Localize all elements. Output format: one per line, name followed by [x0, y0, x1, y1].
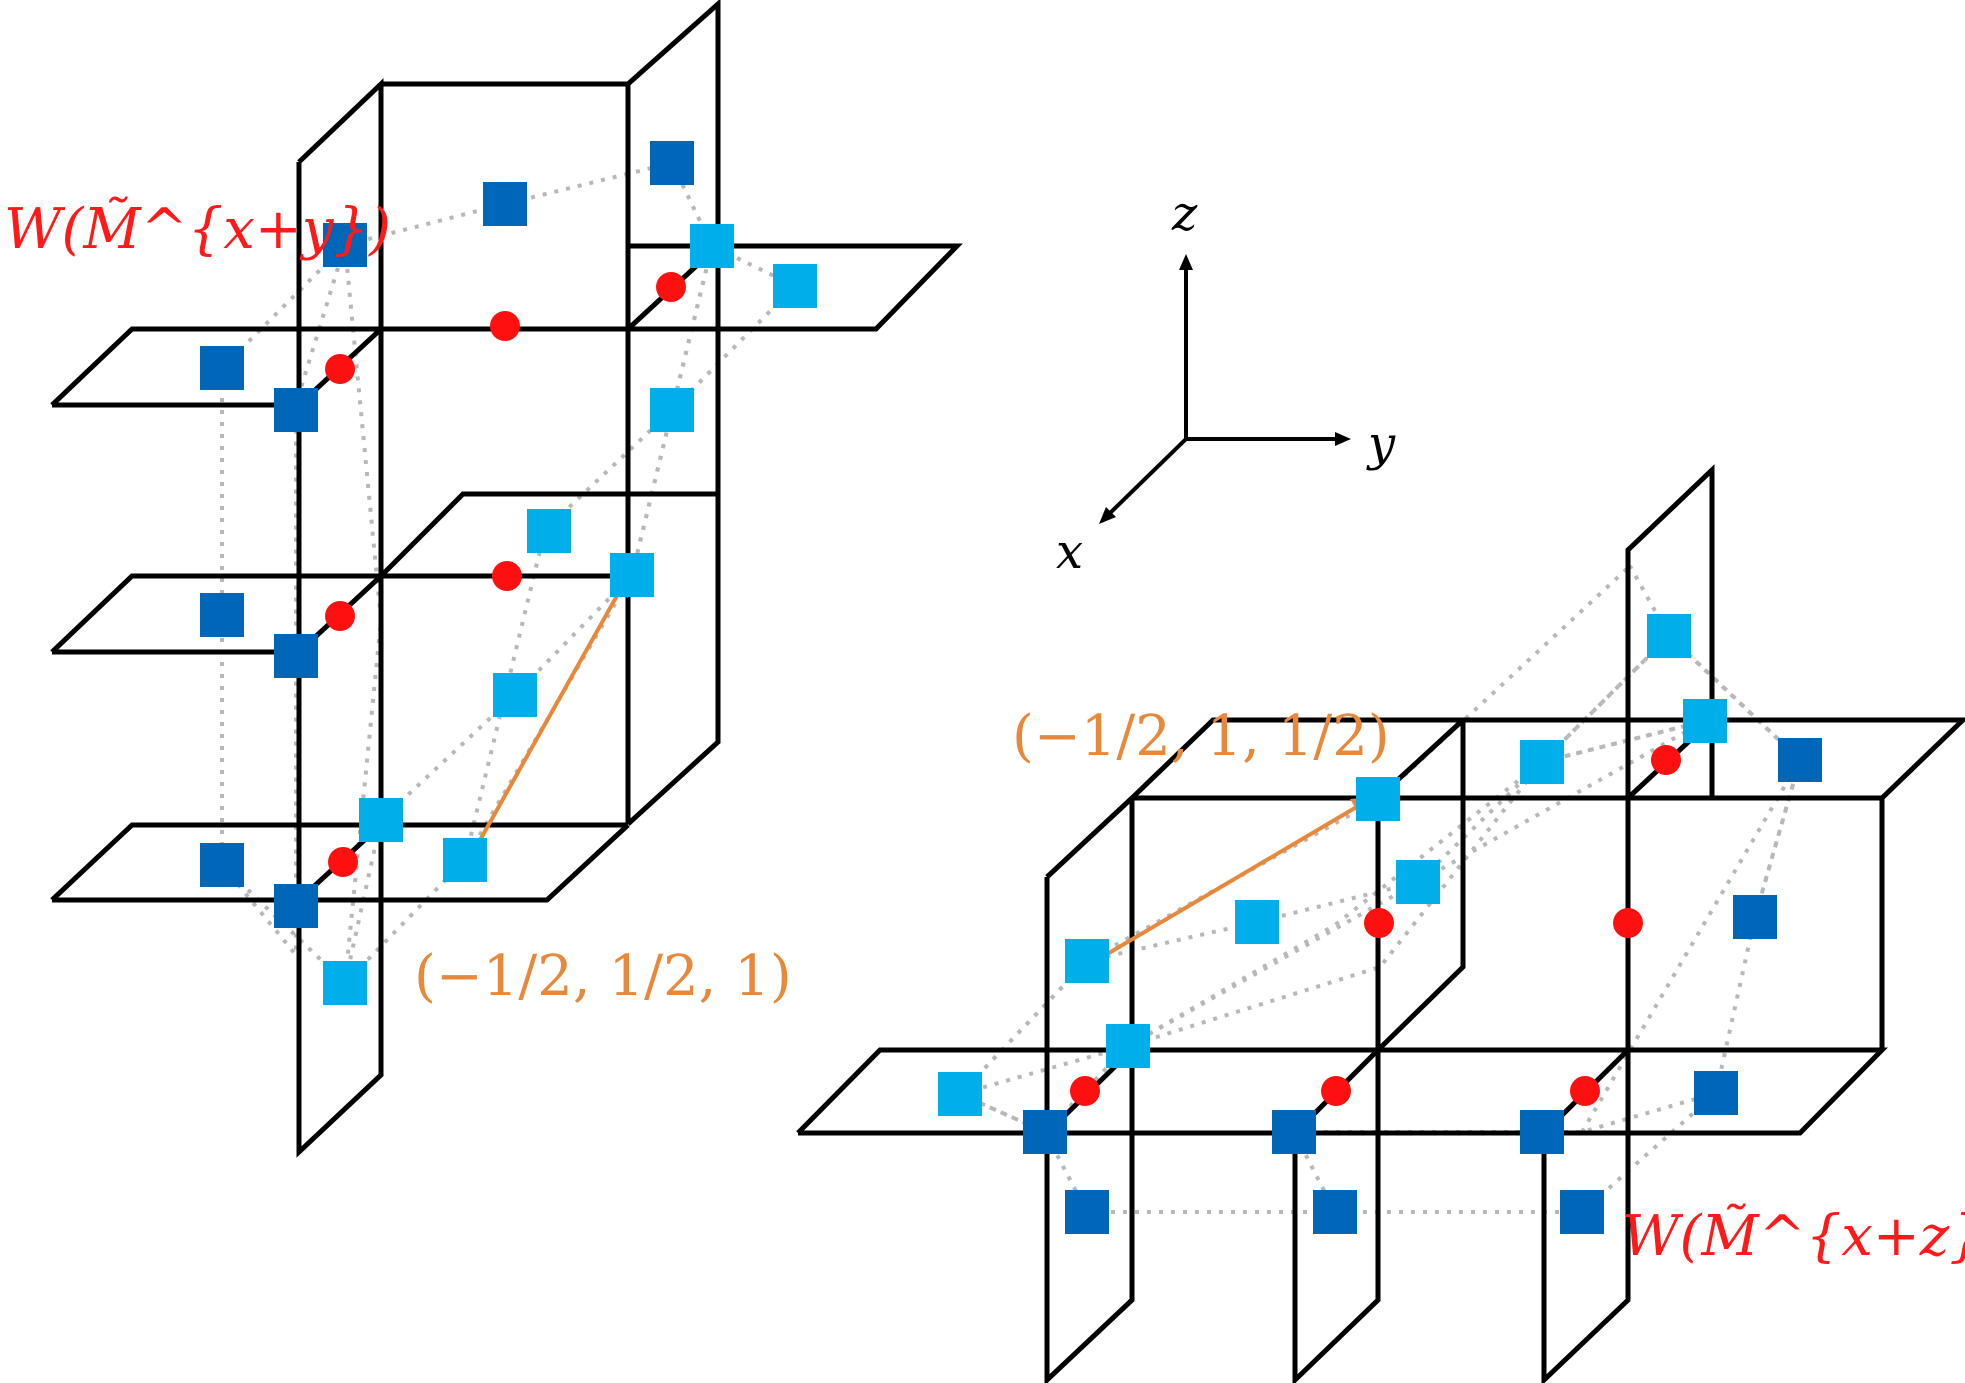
y-arrowhead [1335, 432, 1351, 446]
red-dot [1364, 908, 1394, 938]
dark-square [200, 346, 244, 390]
axis-y-label: y [1366, 416, 1396, 472]
dark-square [323, 223, 367, 267]
dark-square [1733, 895, 1777, 939]
dark-square [1065, 1190, 1109, 1234]
red-dot [1570, 1076, 1600, 1106]
red-dot [325, 354, 355, 384]
right-vector-label: (−1/2, 1, 1/2) [1012, 704, 1390, 769]
right-light-squares [938, 614, 1727, 1116]
light-square [1396, 860, 1440, 904]
red-dot [492, 561, 522, 591]
light-square [443, 838, 487, 882]
red-dot [656, 272, 686, 302]
light-square [650, 388, 694, 432]
left-lattice-figure [50, 0, 963, 1158]
dark-square [1313, 1190, 1357, 1234]
light-square [690, 224, 734, 268]
axis-triad [1099, 254, 1351, 524]
red-dot [490, 311, 520, 341]
light-square [359, 798, 403, 842]
red-dot [328, 847, 358, 877]
dark-square [1023, 1110, 1067, 1154]
light-square [1356, 777, 1400, 821]
right-operator-label: W(M̃^{x+z}) [1622, 1203, 1965, 1269]
left-red-dots [325, 272, 686, 877]
red-dot [1321, 1076, 1351, 1106]
light-square [493, 673, 537, 717]
right-dark-squares [1023, 738, 1822, 1234]
dark-square [274, 634, 318, 678]
light-square [610, 553, 654, 597]
light-square [1235, 900, 1279, 944]
light-square [1106, 1024, 1150, 1068]
red-dot [1613, 908, 1643, 938]
dark-square [483, 182, 527, 226]
light-square [527, 509, 571, 553]
axis-x-label: x [1056, 524, 1083, 580]
dark-square [200, 843, 244, 887]
light-square [1683, 699, 1727, 743]
light-square [938, 1072, 982, 1116]
z-arrowhead [1179, 254, 1193, 270]
red-dot [325, 601, 355, 631]
right-lattice-figure [796, 464, 1965, 1383]
dark-square [200, 593, 244, 637]
left-dark-squares [200, 141, 694, 928]
dark-square [1694, 1071, 1738, 1115]
light-square [1520, 740, 1564, 784]
dark-square [274, 388, 318, 432]
left-operator-label: W(M̃^{x+y}) [4, 196, 391, 262]
light-square [1647, 614, 1691, 658]
dark-square [1272, 1110, 1316, 1154]
left-light-squares [323, 224, 817, 1005]
light-square [1065, 939, 1109, 983]
dark-square [1520, 1110, 1564, 1154]
dark-square [1778, 738, 1822, 782]
light-square [323, 961, 367, 1005]
right-red-dots [1070, 745, 1681, 1106]
x-arrowhead [1099, 507, 1116, 524]
red-dot [1070, 1076, 1100, 1106]
dark-square [274, 884, 318, 928]
red-dot [1651, 745, 1681, 775]
dark-square [1560, 1190, 1604, 1234]
axis-z-label: z [1171, 186, 1198, 242]
light-square [773, 264, 817, 308]
dark-square [650, 141, 694, 185]
left-vector-label: (−1/2, 1/2, 1) [414, 944, 792, 1009]
